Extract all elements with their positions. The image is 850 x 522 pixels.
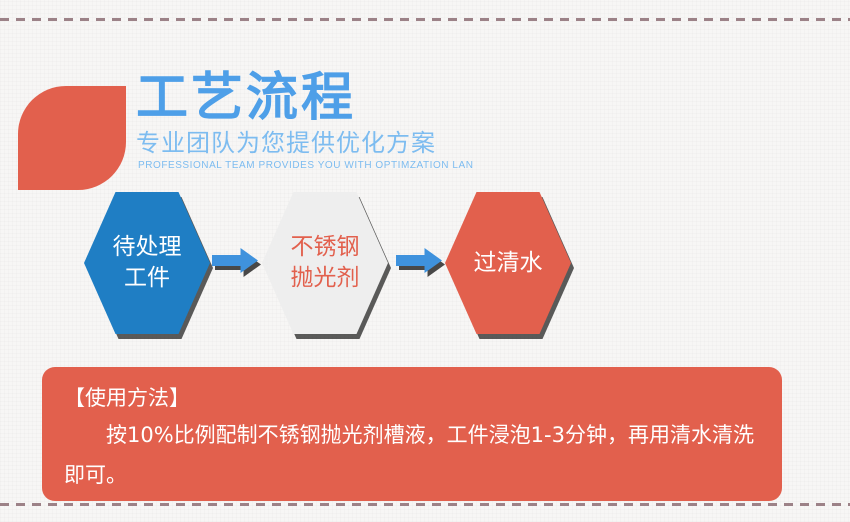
page-title: 工艺流程 [136,68,357,128]
flow-arrow-1-icon [212,248,262,278]
page-subtitle-english: PROFESSIONAL TEAM PROVIDES YOU WITH OPTI… [138,160,474,171]
flow-step-1-hexagon[interactable]: 待处理 工件 [84,192,213,339]
flow-step-2-line-2: 抛光剂 [290,265,360,291]
top-dashed-divider [0,18,850,21]
page-subtitle: 专业团队为您提供优化方案 [136,129,436,157]
flow-step-1-line-2: 工件 [124,265,170,291]
usage-instructions-panel: 【使用方法】 按10%比例配制不锈钢抛光剂槽液，工件浸泡1-3分钟，再用清水清洗… [42,367,782,501]
bottom-dashed-divider [0,503,850,506]
flow-step-1-line-1: 待处理 [112,234,182,260]
brand-accent-shape [18,86,126,190]
usage-heading: 【使用方法】 [64,386,190,410]
flow-step-2-line-1: 不锈钢 [290,234,360,260]
usage-body-text: 按10%比例配制不锈钢抛光剂槽液，工件浸泡1-3分钟，再用清水清洗即可。 [64,423,754,487]
flow-step-2-hexagon[interactable]: 不锈钢 抛光剂 [262,192,391,339]
header-block: 工艺流程 专业团队为您提供优化方案 PROFESSIONAL TEAM PROV… [0,68,560,196]
flow-step-3-hexagon[interactable]: 过清水 [445,192,574,339]
flow-step-3-line-1: 过清水 [473,249,543,276]
process-flow-row: 待处理 工件 不锈钢 抛光剂 过清水 [0,190,850,340]
title-group: 工艺流程 专业团队为您提供优化方案 PROFESSIONAL TEAM PROV… [136,68,474,172]
flow-arrow-2-icon [396,248,446,278]
